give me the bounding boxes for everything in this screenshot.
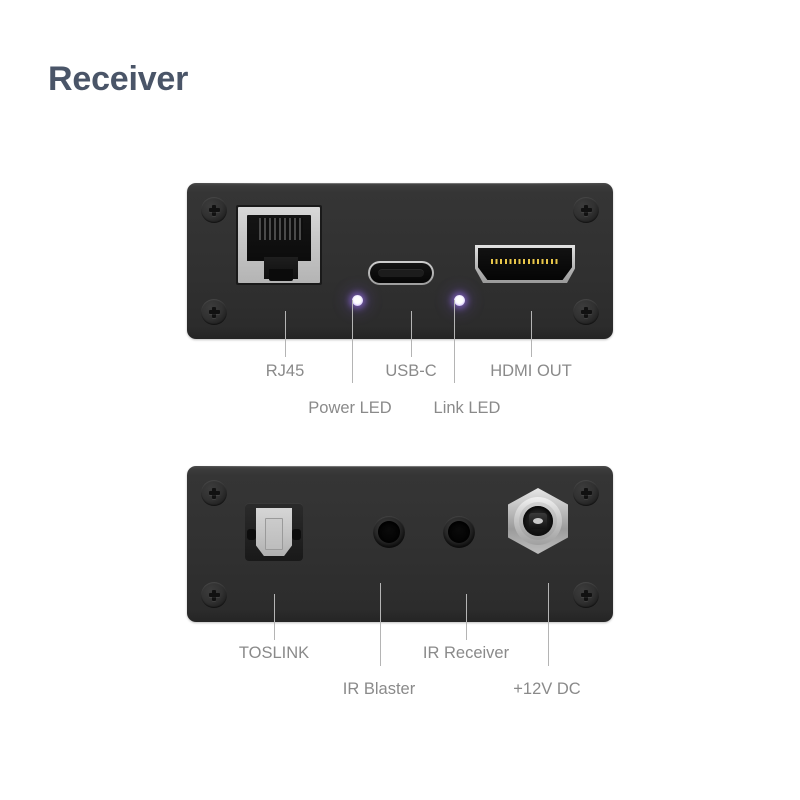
screw-icon xyxy=(573,480,599,506)
screw-cross-horizontal xyxy=(208,310,220,314)
ir-receiver-jack-hole xyxy=(448,521,470,543)
leader-line-ir-blaster xyxy=(380,583,381,666)
screw-icon xyxy=(201,480,227,506)
label-dc-power: +12V DC xyxy=(513,680,581,698)
label-ir-blaster: IR Blaster xyxy=(342,680,416,698)
screw-icon xyxy=(573,299,599,325)
hdmi-contact-pins xyxy=(491,259,559,264)
usb-c-cavity xyxy=(370,263,432,283)
port-usb-c xyxy=(368,261,434,285)
leader-line-ir-receiver xyxy=(466,594,467,640)
screw-cross-horizontal xyxy=(208,593,220,597)
rj45-shield xyxy=(238,207,320,283)
link-led-indicator xyxy=(454,295,465,306)
port-dc-power xyxy=(508,488,568,554)
screw-icon xyxy=(573,582,599,608)
screw-icon xyxy=(201,582,227,608)
leader-line-toslink xyxy=(274,594,275,640)
screw-icon xyxy=(201,197,227,223)
rj45-contact-pins xyxy=(259,218,303,240)
port-ir-receiver xyxy=(443,516,475,548)
leader-line-hdmi-out xyxy=(531,311,532,357)
screw-icon xyxy=(573,197,599,223)
usb-c-tongue xyxy=(378,269,424,277)
port-ir-blaster xyxy=(373,516,405,548)
screw-cross-horizontal xyxy=(580,208,592,212)
rear-panel xyxy=(187,466,613,622)
screw-cross-horizontal xyxy=(580,491,592,495)
front-panel xyxy=(187,183,613,339)
power-led-indicator xyxy=(352,295,363,306)
page-title: Receiver xyxy=(48,60,189,98)
dc-center-pin xyxy=(533,518,543,524)
port-hdmi-out xyxy=(475,245,575,283)
leader-line-power-led xyxy=(352,300,353,383)
label-rj45: RJ45 xyxy=(265,362,305,380)
leader-line-usb-c xyxy=(411,311,412,357)
toslink-side-recess-right xyxy=(292,529,301,540)
ir-blaster-jack-hole xyxy=(378,521,400,543)
label-hdmi-out: HDMI OUT xyxy=(490,362,572,380)
label-link-led: Link LED xyxy=(433,399,501,417)
port-rj45 xyxy=(236,205,322,285)
screw-cross-horizontal xyxy=(580,310,592,314)
leader-line-rj45 xyxy=(285,311,286,357)
rj45-cavity xyxy=(247,215,311,261)
label-ir-receiver: IR Receiver xyxy=(422,644,510,662)
label-usb-c: USB-C xyxy=(385,362,437,380)
toslink-side-recess-left xyxy=(247,529,256,540)
hdmi-cavity xyxy=(478,248,572,280)
leader-line-link-led xyxy=(454,300,455,383)
screw-cross-horizontal xyxy=(208,491,220,495)
toslink-optical-slot xyxy=(265,518,283,550)
leader-line-dc-power xyxy=(548,583,549,666)
screw-cross-horizontal xyxy=(208,208,220,212)
label-toslink: TOSLINK xyxy=(238,644,310,662)
screw-cross-horizontal xyxy=(580,593,592,597)
port-toslink xyxy=(245,503,303,561)
screw-icon xyxy=(201,299,227,325)
label-power-led: Power LED xyxy=(308,399,392,417)
rj45-key-notch xyxy=(269,269,293,281)
